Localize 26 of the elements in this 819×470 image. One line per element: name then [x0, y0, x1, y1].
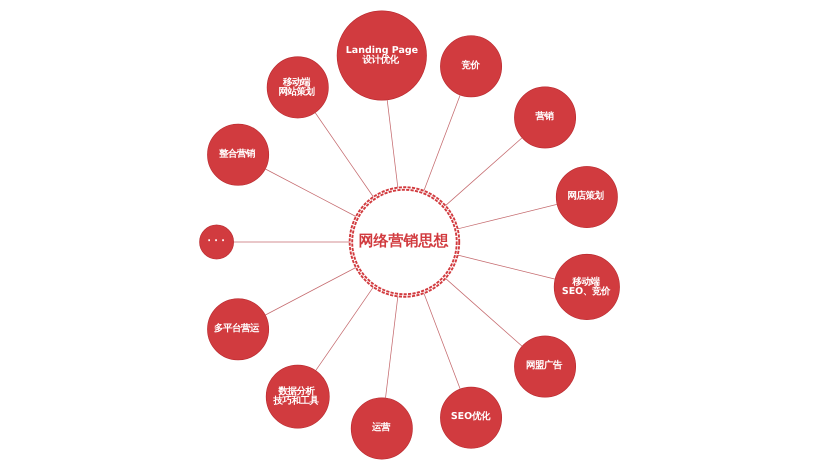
connector	[265, 267, 356, 316]
node-circle: 整合营销	[207, 124, 270, 186]
connector	[424, 293, 461, 390]
connector	[265, 168, 356, 217]
connector	[386, 99, 398, 188]
node-circle: 网盟广告	[514, 336, 576, 398]
node-circle: · · ·	[199, 224, 234, 260]
node-circle: 多平台营运	[207, 298, 270, 360]
connector	[424, 94, 461, 191]
connector	[458, 204, 558, 230]
node-circle: 移动端SEO、竞价	[554, 254, 620, 320]
node-circle: 竞价	[440, 35, 502, 98]
connector	[445, 137, 522, 206]
connector	[445, 278, 522, 346]
node-circle: 网络营销思想	[348, 186, 460, 298]
connector	[315, 286, 374, 371]
node-circle: 数据分析技巧和工具	[266, 364, 330, 428]
connector	[458, 254, 556, 280]
node-circle: 移动端网站策划	[266, 56, 329, 118]
node-circle: SEO优化	[440, 386, 502, 449]
node-circle: 营销	[514, 86, 576, 148]
connector	[314, 112, 374, 198]
node-circle: 网店策划	[556, 166, 618, 228]
connector	[385, 296, 398, 398]
node-circle: 运营	[350, 398, 413, 460]
node-circle: Landing Page 设计优化	[336, 10, 427, 101]
